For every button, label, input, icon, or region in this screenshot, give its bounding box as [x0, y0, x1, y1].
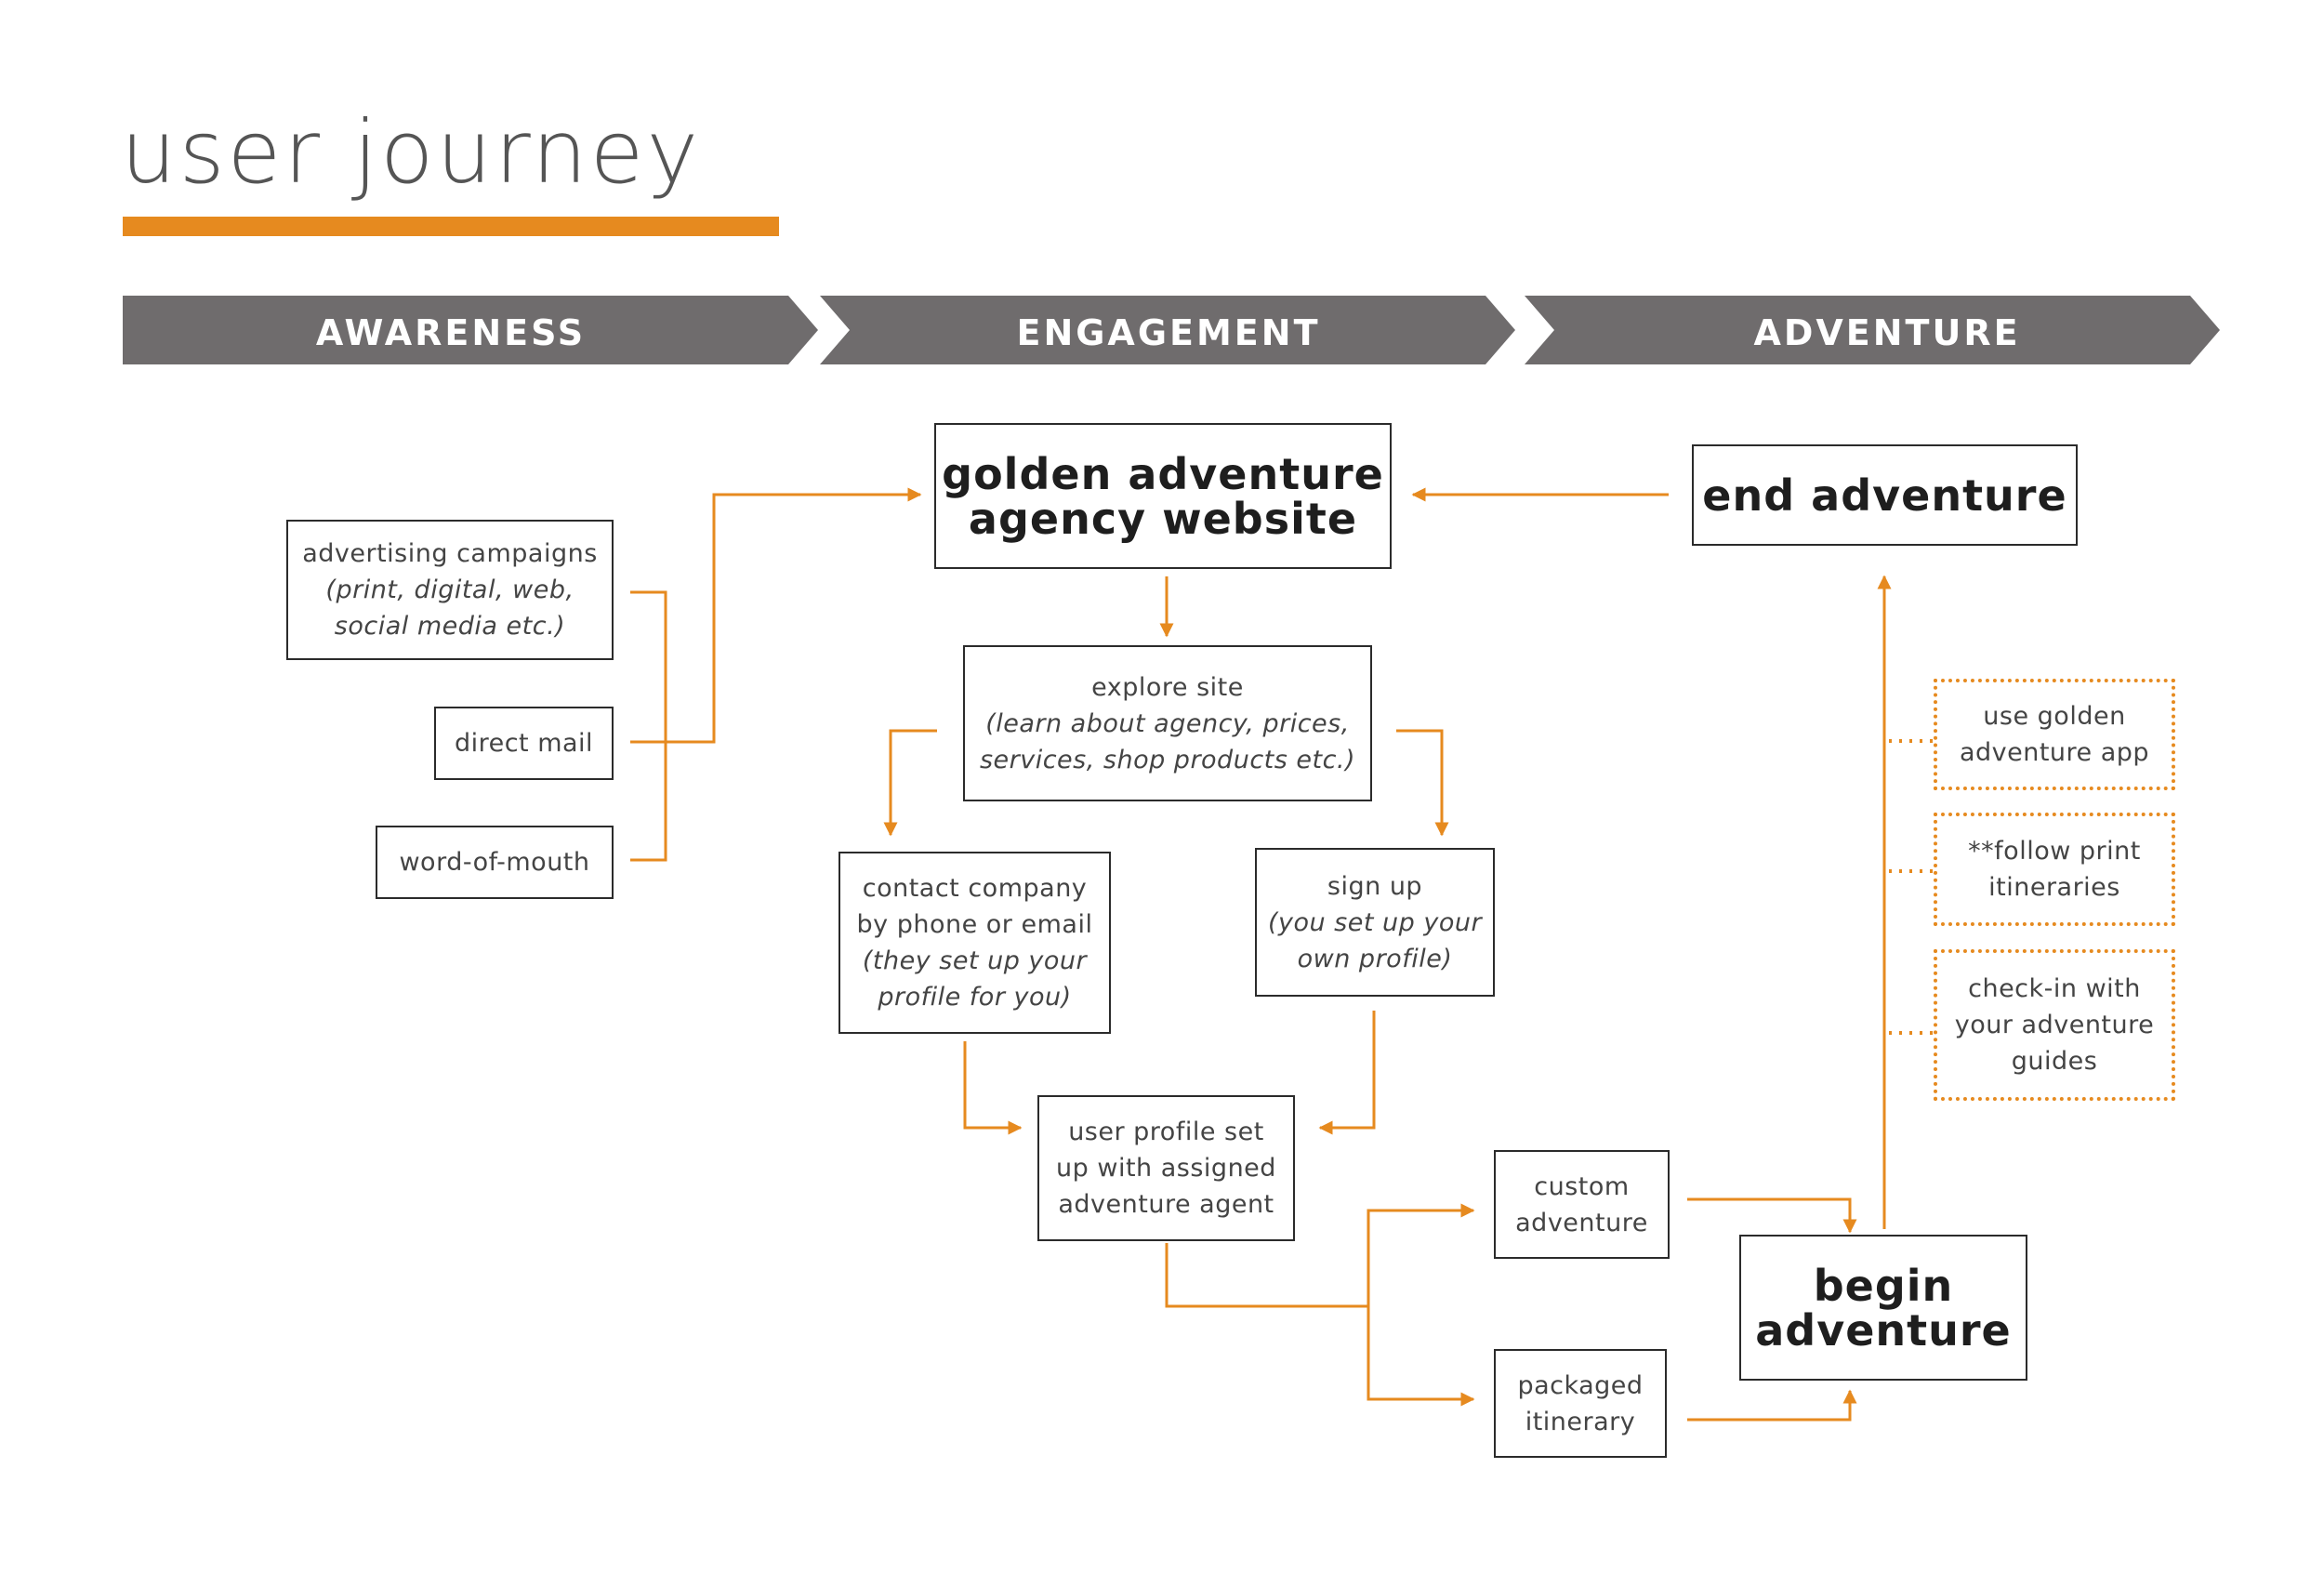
node-text: up with assigned [1056, 1154, 1276, 1183]
node-sign-up: sign up (you set up your own profile) [1255, 848, 1495, 997]
connector-profile-branch [1165, 1243, 1368, 1308]
node-text: own profile) [1297, 944, 1453, 973]
node-text: **follow print [1968, 837, 2141, 866]
node-custom-adventure: custom adventure [1494, 1150, 1670, 1259]
node-end-adventure: end adventure [1692, 444, 2078, 546]
stage-chevron-adventure [1525, 296, 2220, 364]
node-text: packaged [1517, 1370, 1644, 1400]
node-follow-print-itineraries: **follow print itineraries [1934, 813, 2175, 926]
node-text: explore site [1091, 672, 1244, 702]
node-text: user profile set [1068, 1118, 1264, 1146]
node-text: golden adventure [942, 448, 1384, 499]
connector-custom-to-begin [1687, 1197, 1857, 1234]
node-text: your adventure [1954, 1011, 2155, 1039]
node-packaged-itinerary: packaged itinerary [1494, 1349, 1667, 1458]
node-text: advertising campaigns [302, 539, 598, 568]
connector-direct-mail [630, 487, 922, 744]
node-text: (you set up your [1267, 907, 1483, 937]
node-text: adventure agent [1058, 1190, 1274, 1219]
node-text: adventure [1515, 1208, 1648, 1237]
title-underline [123, 217, 779, 236]
node-text: adventure [1755, 1304, 2012, 1356]
node-text: by phone or email [856, 910, 1093, 939]
node-explore-site: explore site (learn about agency, prices… [963, 645, 1372, 801]
node-text: check-in with [1968, 974, 2141, 1003]
node-text: use golden [1983, 702, 2126, 731]
node-text: word-of-mouth [399, 848, 590, 877]
connector-explore-to-signup [1396, 729, 1449, 837]
node-word-of-mouth: word-of-mouth [376, 826, 614, 899]
node-text: social media etc.) [334, 612, 566, 641]
node-contact-company: contact company by phone or email (they … [838, 852, 1111, 1034]
node-agency-website: golden adventure agency website [934, 423, 1392, 569]
connector-contact-to-profile [963, 1041, 1023, 1135]
connector-explore-to-contact [883, 729, 937, 837]
node-text: (they set up your [862, 946, 1088, 975]
node-check-in-guides: check-in with your adventure guides [1934, 949, 2175, 1101]
node-text: (learn about agency, prices, [985, 708, 1350, 738]
connector-to-packaged [1367, 1306, 1475, 1407]
connector-packaged-to-begin [1687, 1389, 1857, 1422]
stage-label-awareness: AWARENESS [315, 312, 587, 353]
connector-to-custom [1367, 1203, 1475, 1399]
node-text: direct mail [454, 729, 594, 758]
page-title: user journey [121, 102, 702, 204]
stage-chevron-awareness [123, 296, 818, 364]
node-text: custom [1534, 1171, 1630, 1201]
node-use-app: use golden adventure app [1934, 679, 2175, 790]
stage-chevron-engagement [820, 296, 1515, 364]
node-direct-mail: direct mail [434, 707, 614, 780]
node-text: end adventure [1702, 470, 2067, 521]
stage-label-engagement: ENGAGEMENT [1016, 312, 1321, 353]
node-text: itineraries [1988, 873, 2120, 902]
connector-awareness-bracket [630, 590, 667, 862]
node-text: contact company [862, 874, 1088, 903]
node-text: itinerary [1525, 1407, 1636, 1436]
node-text: begin [1813, 1260, 1954, 1311]
node-begin-adventure: begin adventure [1739, 1235, 2027, 1381]
node-text: (print, digital, web, [325, 575, 574, 604]
node-text: adventure app [1959, 738, 2150, 767]
node-text: guides [2011, 1047, 2098, 1076]
node-user-profile: user profile set up with assigned advent… [1037, 1095, 1295, 1241]
node-text: sign up [1327, 871, 1423, 901]
node-advertising-campaigns: advertising campaigns (print, digital, w… [286, 520, 614, 660]
node-text: services, shop products etc.) [979, 745, 1356, 774]
node-text: agency website [968, 493, 1358, 544]
connector-signup-to-profile [1318, 1011, 1376, 1135]
node-text: profile for you) [878, 983, 1072, 1012]
stage-label-adventure: ADVENTURE [1753, 312, 2021, 353]
